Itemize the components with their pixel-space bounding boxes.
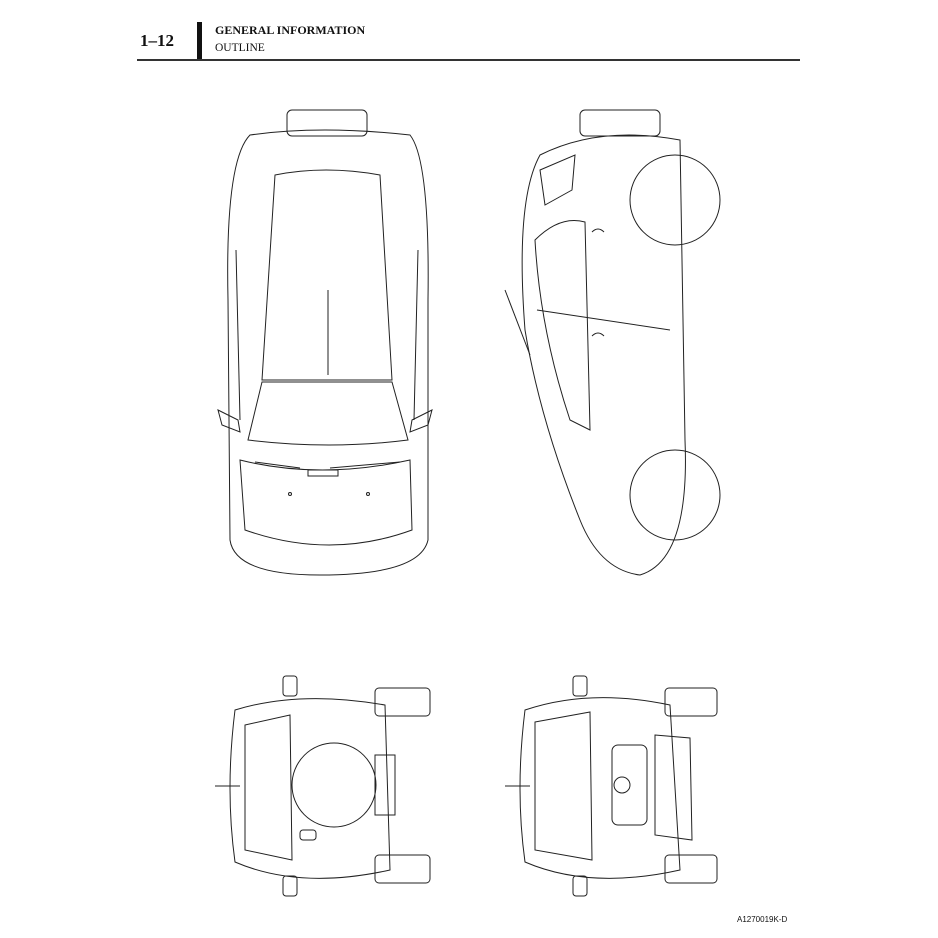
header-bar (197, 22, 202, 60)
figure-code: A1270019K-D (737, 915, 788, 924)
header-rule (137, 59, 800, 61)
subsection-title: OUTLINE (215, 42, 265, 54)
top-view (217, 109, 433, 576)
section-title: GENERAL INFORMATION (215, 23, 366, 37)
front-view (505, 675, 718, 897)
page-number: 1–12 (140, 31, 174, 50)
rear-view (215, 675, 431, 897)
side-view (504, 109, 721, 576)
